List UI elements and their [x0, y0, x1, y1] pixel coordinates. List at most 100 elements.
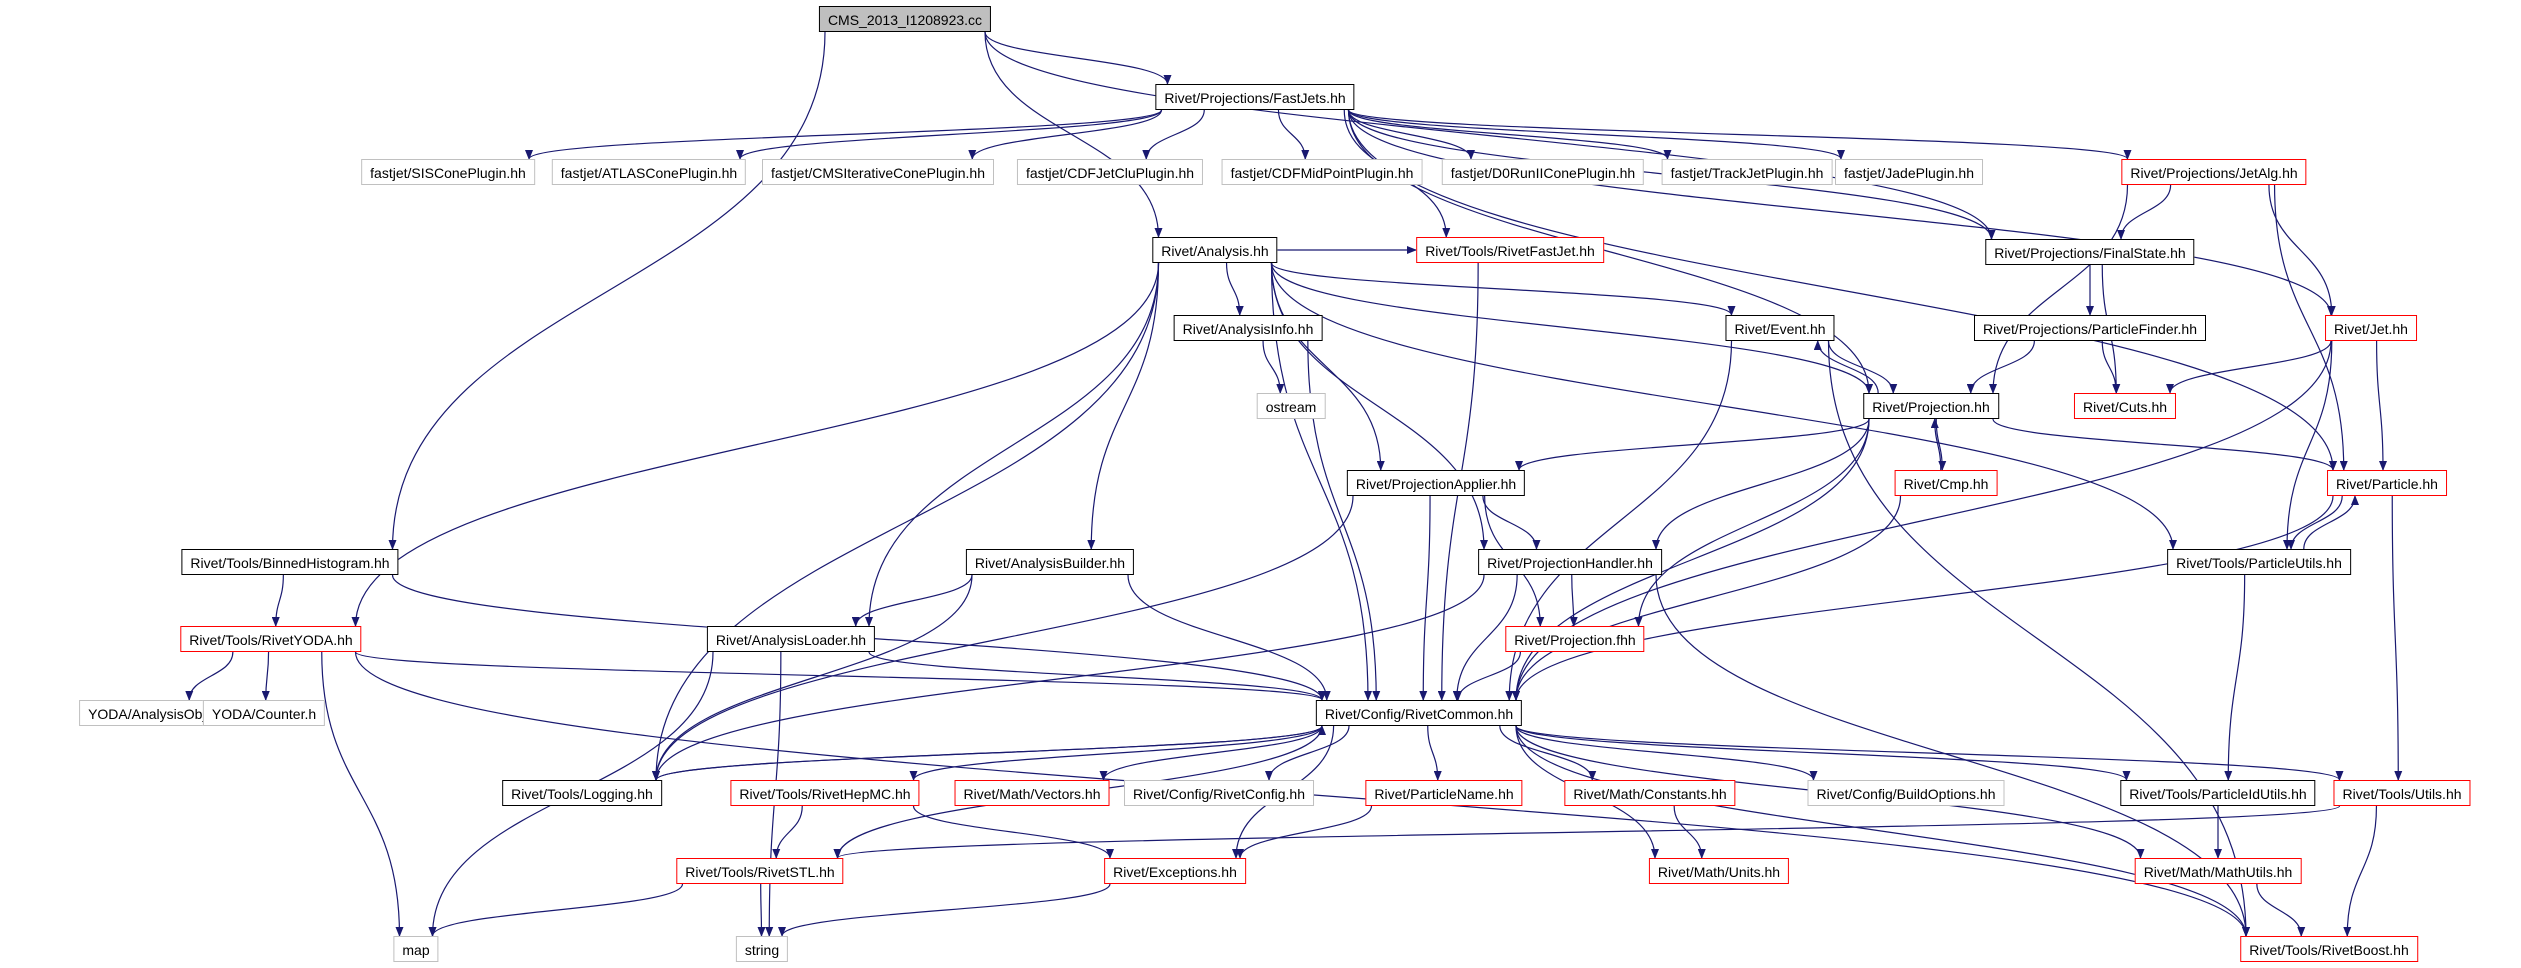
edge-rivethepmc-to-exceptions: [912, 805, 1114, 859]
node-constants[interactable]: Rivet/Math/Constants.hh: [1564, 780, 1736, 806]
edge-fastjets-to-jade: [1347, 109, 1845, 160]
edge-event-to-rivetboost: [1827, 340, 2250, 937]
edge-particle-to-particleutils: [2287, 495, 2343, 550]
edge-analysisinfo-to-ostream: [1262, 340, 1285, 394]
edge-projection-to-event: [1813, 340, 1879, 394]
edge-projapplier-to-rivetcommon: [1419, 495, 1431, 701]
node-jetalg[interactable]: Rivet/Projections/JetAlg.hh: [2121, 159, 2307, 185]
node-rivetstl[interactable]: Rivet/Tools/RivetSTL.hh: [676, 858, 844, 884]
node-exceptions[interactable]: Rivet/Exceptions.hh: [1104, 858, 1246, 884]
edge-projhandler-to-rivetcommon: [1452, 574, 1518, 701]
node-logging[interactable]: Rivet/Tools/Logging.hh: [502, 780, 662, 806]
edge-jet-to-cuts: [2166, 340, 2332, 394]
node-fastjets[interactable]: Rivet/Projections/FastJets.hh: [1155, 84, 1355, 110]
node-jet[interactable]: Rivet/Jet.hh: [2325, 315, 2417, 341]
node-particlefinder[interactable]: Rivet/Projections/ParticleFinder.hh: [1974, 315, 2206, 341]
node-map[interactable]: map: [393, 936, 439, 962]
node-cuts[interactable]: Rivet/Cuts.hh: [2073, 393, 2177, 419]
edge-rivetcommon-to-constants: [1499, 725, 1597, 781]
node-mathutils[interactable]: Rivet/Math/MathUtils.hh: [2134, 858, 2302, 884]
node-buildoptions[interactable]: Rivet/Config/BuildOptions.hh: [1807, 780, 2005, 806]
edge-toolsutils-to-rivetstl: [834, 805, 2341, 859]
edge-analysis-to-analysisloader: [865, 262, 1160, 627]
node-rivetfastjet[interactable]: Rivet/Tools/RivetFastJet.hh: [1416, 237, 1604, 263]
edge-projhandler-to-projfhh: [1569, 574, 1578, 627]
node-toolsutils[interactable]: Rivet/Tools/Utils.hh: [2333, 780, 2471, 806]
node-cmsiter[interactable]: fastjet/CMSIterativeConePlugin.hh: [762, 159, 994, 185]
node-rivetboost[interactable]: Rivet/Tools/RivetBoost.hh: [2240, 936, 2418, 962]
node-particleutils[interactable]: Rivet/Tools/ParticleUtils.hh: [2167, 549, 2351, 575]
edge-analysisbuilder-to-logging: [652, 574, 973, 781]
edge-rivetcommon-to-rivetconfig: [1265, 725, 1350, 781]
edge-analysisbuilder-to-analysisloader: [851, 574, 973, 627]
node-rivethepmc[interactable]: Rivet/Tools/RivetHepMC.hh: [730, 780, 920, 806]
edge-analysisloader-to-rivetcommon: [868, 651, 1326, 701]
node-atlascone[interactable]: fastjet/ATLASConePlugin.hh: [551, 159, 747, 185]
node-analysisinfo[interactable]: Rivet/AnalysisInfo.hh: [1173, 315, 1323, 341]
edge-cmp-to-rivetcommon: [1512, 495, 1902, 701]
node-rivetyoda[interactable]: Rivet/Tools/RivetYODA.hh: [180, 626, 362, 652]
node-event[interactable]: Rivet/Event.hh: [1725, 315, 1835, 341]
edge-jetalg-to-jet: [2268, 184, 2336, 316]
node-projhandler[interactable]: Rivet/ProjectionHandler.hh: [1478, 549, 1662, 575]
node-d0run[interactable]: fastjet/D0RunIIConePlugin.hh: [1441, 159, 1645, 185]
node-string[interactable]: string: [735, 936, 789, 962]
edge-projapplier-to-logging: [652, 495, 1354, 781]
edge-jetalg-to-particle: [2273, 184, 2348, 471]
edge-rivetyoda-to-yodaao: [185, 651, 234, 701]
node-cdfmidpoint[interactable]: fastjet/CDFMidPointPlugin.hh: [1221, 159, 1423, 185]
edge-analysis-to-event: [1270, 262, 1736, 316]
edge-fastjets-to-atlascone: [736, 109, 1163, 160]
edge-exceptions-to-string: [778, 883, 1111, 937]
node-projection[interactable]: Rivet/Projection.hh: [1863, 393, 1999, 419]
node-particlename[interactable]: Rivet/ParticleName.hh: [1365, 780, 1523, 806]
edge-projfhh-to-rivetcommon: [1454, 651, 1521, 701]
node-rivetcommon[interactable]: Rivet/Config/RivetCommon.hh: [1315, 700, 1523, 726]
edge-jet-to-particleutils: [2283, 340, 2333, 550]
edge-particle-to-toolsutils: [2391, 495, 2403, 781]
edge-fastjets-to-cdfmidpoint: [1277, 109, 1310, 160]
node-particleidutils[interactable]: Rivet/Tools/ParticleIdUtils.hh: [2120, 780, 2316, 806]
edge-rivetcommon-to-buildoptions: [1515, 725, 1818, 781]
node-jade[interactable]: fastjet/JadePlugin.hh: [1835, 159, 1983, 185]
edge-rivetcommon-to-rivethepmc: [909, 725, 1323, 781]
edge-root-to-binnedhisto: [388, 31, 826, 550]
edge-analysis-to-rivetcommon: [1270, 262, 1372, 701]
edge-root-to-analysis: [984, 31, 1163, 238]
node-analysis[interactable]: Rivet/Analysis.hh: [1152, 237, 1278, 263]
edge-analysisbuilder-to-rivetcommon: [1127, 574, 1331, 701]
edge-projection-to-particle: [1992, 418, 2337, 471]
edge-rivetcommon-to-toolsutils: [1515, 725, 2344, 781]
edge-fastjets-to-siscone: [525, 109, 1163, 160]
edge-fastjets-to-jetalg: [1347, 109, 2132, 160]
node-binnedhisto[interactable]: Rivet/Tools/BinnedHistogram.hh: [181, 549, 399, 575]
edge-jetalg-to-finalstate: [2117, 184, 2172, 240]
edge-binnedhisto-to-rivetyoda: [271, 574, 284, 627]
node-units[interactable]: Rivet/Math/Units.hh: [1648, 858, 1790, 884]
node-root[interactable]: CMS_2013_I1208923.cc: [818, 6, 992, 32]
node-projapplier[interactable]: Rivet/ProjectionApplier.hh: [1346, 470, 1526, 496]
edge-projection-to-projhandler: [1652, 418, 1870, 550]
node-vectors[interactable]: Rivet/Math/Vectors.hh: [954, 780, 1110, 806]
node-particle[interactable]: Rivet/Particle.hh: [2327, 470, 2447, 496]
edge-logging-to-rivetcommon: [655, 725, 1326, 781]
node-analysisbuilder[interactable]: Rivet/AnalysisBuilder.hh: [965, 549, 1135, 575]
edge-fastjets-to-jet: [1347, 109, 2335, 316]
edge-rivetstl-to-string: [757, 883, 766, 937]
node-yodacounter[interactable]: YODA/Counter.h: [202, 700, 326, 726]
edge-fastjets-to-trackjet: [1347, 109, 1672, 160]
node-rivetconfig[interactable]: Rivet/Config/RivetConfig.hh: [1124, 780, 1314, 806]
node-projfhh[interactable]: Rivet/Projection.fhh: [1505, 626, 1645, 652]
node-finalstate[interactable]: Rivet/Projections/FinalState.hh: [1985, 239, 2195, 265]
node-analysisloader[interactable]: Rivet/AnalysisLoader.hh: [706, 626, 876, 652]
edge-projhandler-to-logging: [652, 574, 1485, 781]
node-trackjet[interactable]: fastjet/TrackJetPlugin.hh: [1661, 159, 1833, 185]
node-cmp[interactable]: Rivet/Cmp.hh: [1894, 470, 1998, 496]
node-siscone[interactable]: fastjet/SISConePlugin.hh: [361, 159, 535, 185]
node-ostream[interactable]: ostream: [1256, 393, 1326, 419]
edge-root-to-fastjets: [984, 31, 1172, 85]
edge-cmp-to-projection: [1930, 418, 1942, 471]
edge-projection-to-projapplier: [1515, 418, 1870, 471]
node-cdfjetclu[interactable]: fastjet/CDFJetCluPlugin.hh: [1016, 159, 1204, 185]
